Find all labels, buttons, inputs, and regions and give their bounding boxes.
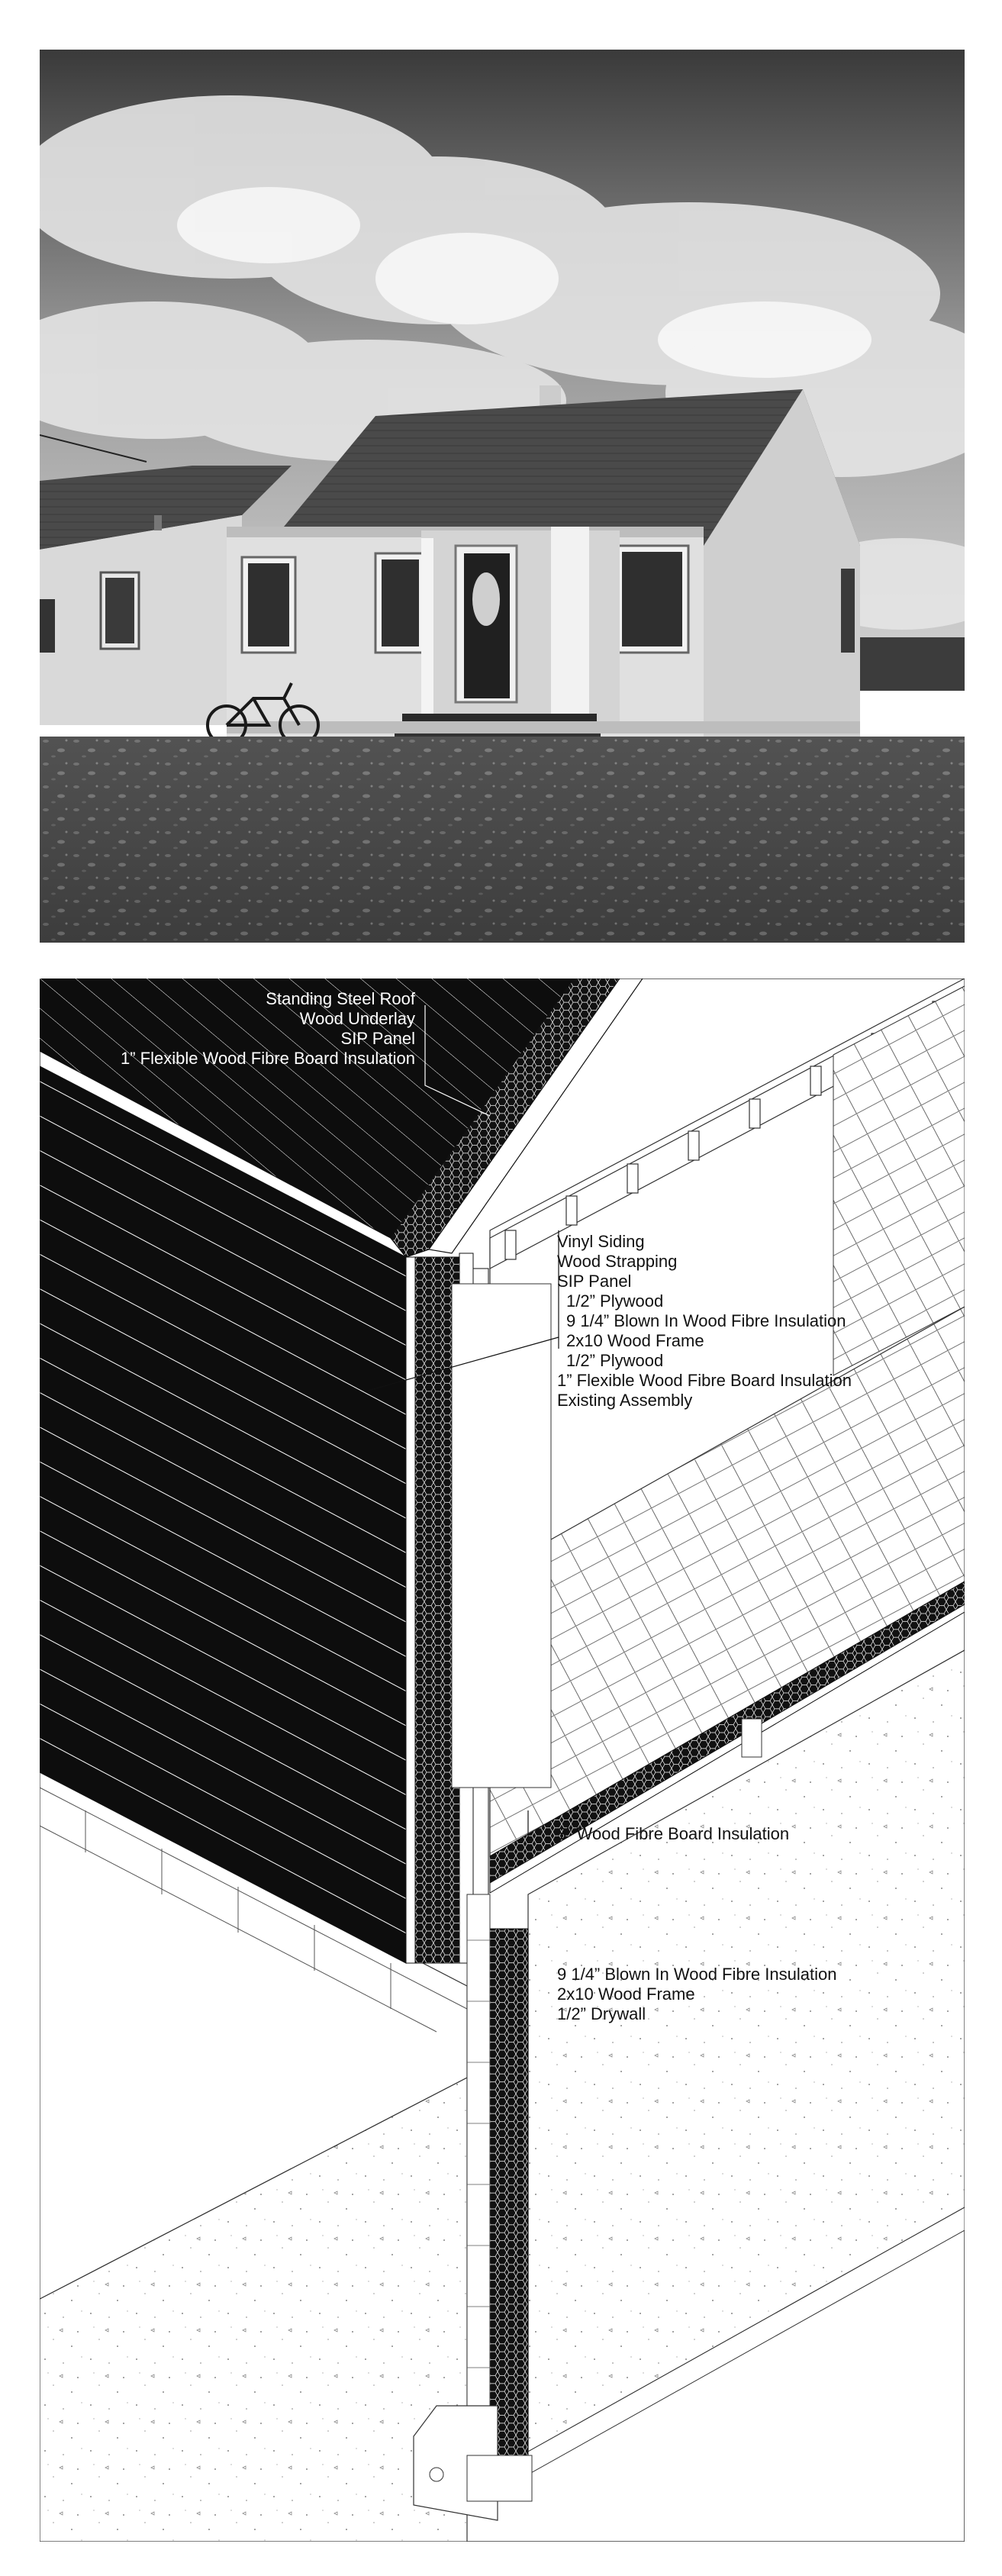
wall-label-sip-panel: SIP Panel — [557, 1272, 631, 1291]
floor-label-wood-fibre-board: 3” Wood Fibre Board Insulation — [557, 1824, 789, 1843]
foundation-wall-insulation — [489, 1928, 529, 2456]
wall-label-existing-assembly: Existing Assembly — [557, 1391, 692, 1410]
wall-label-plywood-inner: 1/2” Plywood — [566, 1351, 663, 1370]
historic-house-photo — [40, 50, 965, 943]
wall-label-plywood-outer: 1/2” Plywood — [566, 1291, 663, 1311]
foundation-label-wood-frame: 2x10 Wood Frame — [557, 1984, 695, 2004]
roof-label-wood-underlay: Wood Underlay — [300, 1009, 415, 1028]
wall-labels: Vinyl Siding Wood Strapping SIP Panel 1/… — [557, 1232, 852, 1410]
wall-label-vinyl-siding: Vinyl Siding — [557, 1232, 645, 1251]
foundation-label-blown-insulation: 9 1/4” Blown In Wood Fibre Insulation — [557, 1965, 836, 1984]
wall-label-wood-frame: 2x10 Wood Frame — [566, 1331, 704, 1350]
roof-label-standing-steel-roof: Standing Steel Roof — [266, 989, 416, 1008]
wall-assembly-diagram: Standing Steel Roof Wood Underlay SIP Pa… — [40, 978, 965, 2542]
roof-label-sip-panel: SIP Panel — [341, 1029, 415, 1048]
wall-label-blown-insulation: 9 1/4” Blown In Wood Fibre Insulation — [566, 1311, 846, 1330]
wall-label-wood-strapping: Wood Strapping — [557, 1252, 677, 1271]
left-house — [40, 434, 292, 725]
wall-label-flexible-board: 1” Flexible Wood Fibre Board Insulation — [557, 1371, 852, 1390]
foundation-labels: 9 1/4” Blown In Wood Fibre Insulation 2x… — [557, 1965, 836, 2023]
roof-label-flexible-board: 1” Flexible Wood Fibre Board Insulation — [121, 1049, 415, 1068]
floor-insulation-band — [489, 1581, 965, 1884]
foundation-label-drywall: 1/2” Drywall — [557, 2004, 646, 2023]
standing-steel-roof — [40, 978, 574, 1238]
